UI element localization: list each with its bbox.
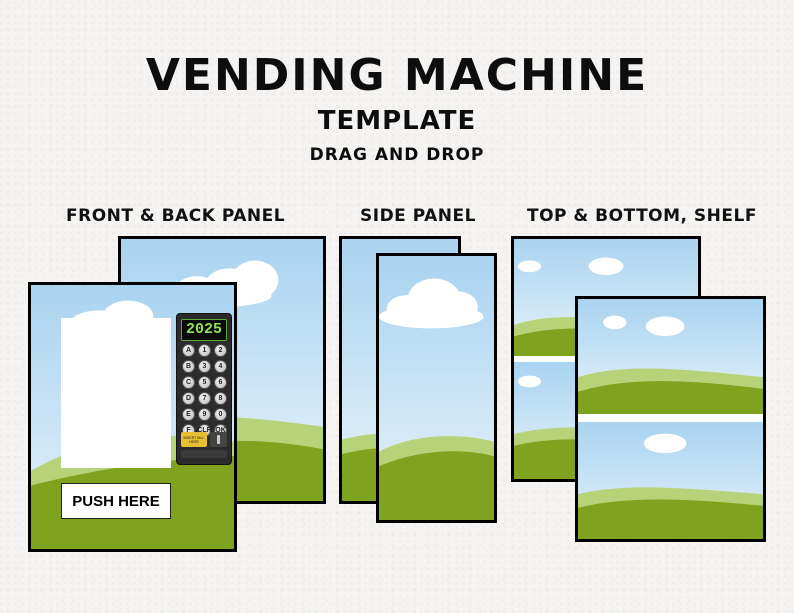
keypad-key[interactable]: D <box>182 392 195 405</box>
label-top-bottom-shelf: TOP & BOTTOM, SHELF <box>527 206 757 226</box>
keypad-key[interactable]: E <box>182 408 195 421</box>
label-side-panel: SIDE PANEL <box>360 206 476 226</box>
product-window <box>61 318 171 468</box>
bill-slot[interactable]: INSERT BILL HERE <box>181 432 207 447</box>
page-subtitle: TEMPLATE <box>317 106 477 136</box>
coin-slot-icon[interactable] <box>210 432 227 447</box>
keypad-key[interactable]: 5 <box>198 376 211 389</box>
keypad-key[interactable]: C <box>182 376 195 389</box>
keypad-key[interactable]: B <box>182 360 195 373</box>
top-bottom-panel-front[interactable] <box>575 296 766 542</box>
keypad-key[interactable]: A <box>182 344 195 357</box>
sky-scene <box>379 256 494 520</box>
keypad-key[interactable]: 0 <box>214 408 227 421</box>
keypad-key[interactable]: 2 <box>214 344 227 357</box>
keypad-key[interactable]: 9 <box>198 408 211 421</box>
keypad-key[interactable]: 7 <box>198 392 211 405</box>
page-tagline: DRAG AND DROP <box>309 145 485 165</box>
keypad-key[interactable]: 1 <box>198 344 211 357</box>
keypad-key[interactable]: 4 <box>214 360 227 373</box>
push-here-button[interactable]: PUSH HERE <box>61 483 171 519</box>
coin-return[interactable] <box>181 450 227 458</box>
sky-scene <box>578 299 763 539</box>
year-display: 2025 <box>181 319 227 341</box>
side-panel-front[interactable] <box>376 253 497 523</box>
keypad-key[interactable]: 3 <box>198 360 211 373</box>
keypad-key[interactable]: 8 <box>214 392 227 405</box>
keypad-key[interactable]: 6 <box>214 376 227 389</box>
label-front-back-panel: FRONT & BACK PANEL <box>66 206 286 226</box>
page-title: VENDING MACHINE <box>145 50 649 101</box>
